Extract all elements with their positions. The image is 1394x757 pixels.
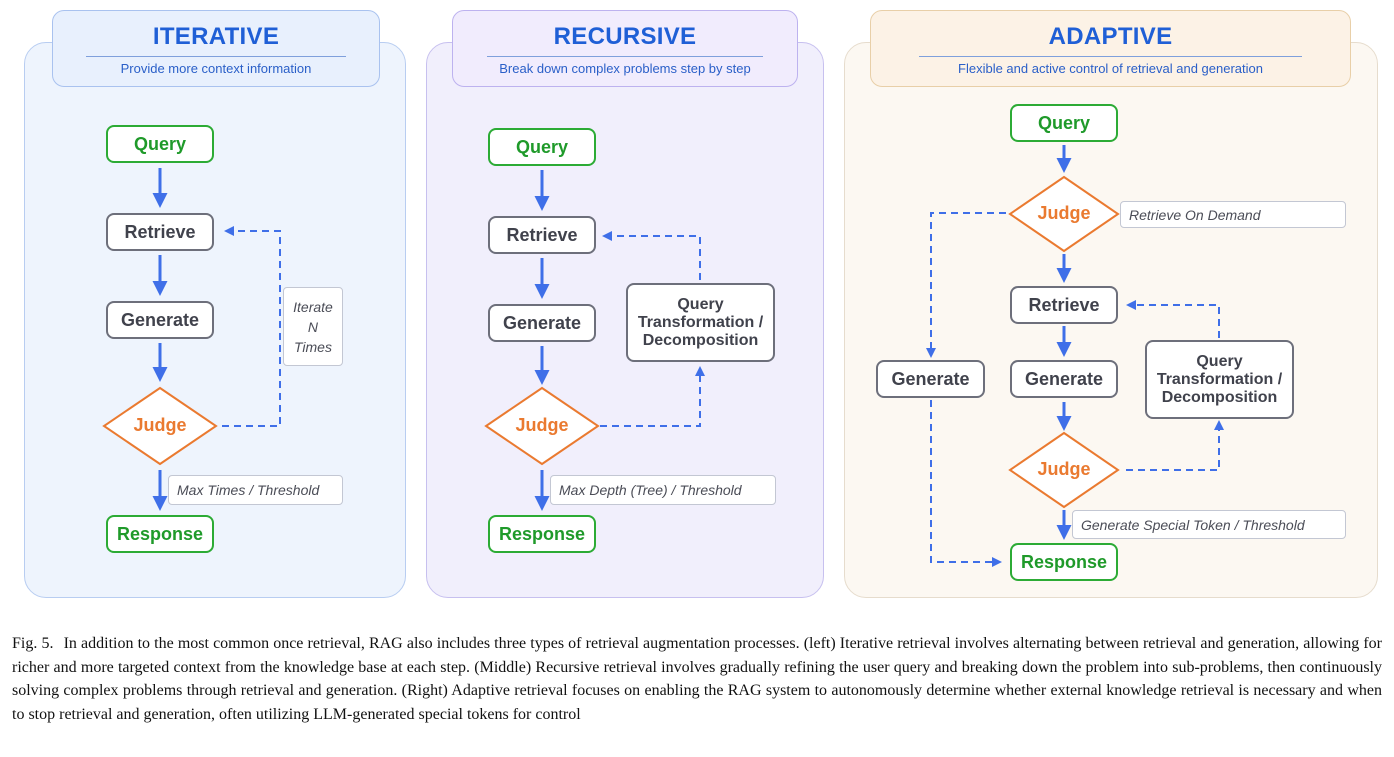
recursive-generate-node: Generate	[488, 304, 596, 342]
iterative-generate-node: Generate	[106, 301, 214, 339]
header-divider	[85, 56, 347, 57]
figure-caption: Fig. 5. In addition to the most common o…	[12, 632, 1382, 726]
header-divider	[918, 56, 1303, 57]
recursive-retrieve-node: Retrieve	[488, 216, 596, 254]
iterative-retrieve-node: Retrieve	[106, 213, 214, 251]
iterative-header: ITERATIVE Provide more context informati…	[52, 10, 380, 87]
header-divider	[487, 56, 763, 57]
adaptive-generate-node: Generate	[1010, 360, 1118, 398]
arrow-transform-retrieve	[602, 231, 701, 280]
recursive-transform-node: Query Transformation / Decomposition	[626, 283, 775, 362]
retrieve-on-demand-note: Retrieve On Demand	[1120, 201, 1346, 228]
adaptive-subtitle: Flexible and active control of retrieval…	[958, 61, 1263, 76]
recursive-judge-label: Judge	[515, 415, 569, 435]
adaptive-generate-direct-node: Generate	[876, 360, 985, 398]
iterate-loop-arrow	[222, 226, 281, 427]
iterative-stop-note: Max Times / Threshold	[168, 475, 343, 505]
arrow-judge-transform	[600, 366, 705, 427]
adaptive-judge-bottom-label: Judge	[1037, 459, 1091, 479]
recursive-stop-note: Max Depth (Tree) / Threshold	[550, 475, 776, 505]
judge-diamond	[1008, 175, 1120, 253]
judge-diamond	[484, 386, 600, 466]
adaptive-header: ADAPTIVE Flexible and active control of …	[870, 10, 1351, 87]
iterative-subtitle: Provide more context information	[120, 61, 312, 76]
iterative-query-node: Query	[106, 125, 214, 163]
caption-text: In addition to the most common once retr…	[12, 635, 1383, 723]
recursive-header: RECURSIVE Break down complex problems st…	[452, 10, 798, 87]
flow-connectors	[102, 145, 1224, 567]
judge-diamond	[1008, 431, 1120, 509]
recursive-response-node: Response	[488, 515, 596, 553]
recursive-query-node: Query	[488, 128, 596, 166]
adaptive-query-node: Query	[1010, 104, 1118, 142]
arrow-generate-response	[930, 400, 1002, 567]
iterative-response-node: Response	[106, 515, 214, 553]
iterative-title: ITERATIVE	[152, 23, 280, 50]
adaptive-retrieve-node: Retrieve	[1010, 286, 1118, 324]
recursive-subtitle: Break down complex problems step by step	[499, 61, 751, 76]
arrow-judge-generate-direct	[926, 212, 1006, 358]
adaptive-transform-node: Query Transformation / Decomposition	[1145, 340, 1294, 419]
recursive-title: RECURSIVE	[553, 23, 697, 50]
iterate-n-times-note: Iterate N Times	[283, 287, 343, 366]
adaptive-stop-note: Generate Special Token / Threshold	[1072, 510, 1346, 539]
arrow-transform-retrieve	[1126, 300, 1220, 338]
figure-label: Fig. 5.	[12, 635, 54, 652]
adaptive-judge-top-label: Judge	[1037, 203, 1091, 223]
adaptive-response-node: Response	[1010, 543, 1118, 581]
adaptive-title: ADAPTIVE	[1048, 23, 1173, 50]
judge-diamond	[102, 386, 218, 466]
iterative-judge-label: Judge	[133, 415, 187, 435]
arrow-judge-transform	[1126, 420, 1224, 471]
